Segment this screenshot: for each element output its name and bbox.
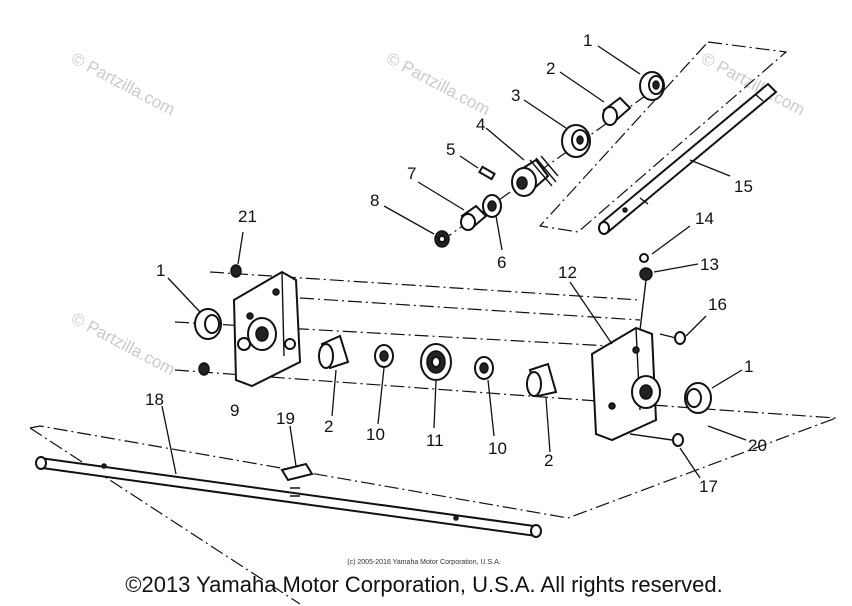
callout-11: 11: [426, 431, 444, 450]
housing-12: [569, 281, 661, 442]
callout-20: 20: [748, 436, 767, 455]
callout-10: 10: [488, 439, 507, 458]
leader-line: [459, 155, 479, 169]
washer-6: [482, 194, 502, 218]
callout-6: 6: [497, 253, 506, 272]
bearing-1-right: [684, 369, 743, 414]
pin-20: [707, 425, 747, 441]
callout-1: 1: [156, 261, 165, 280]
leader-line: [689, 159, 731, 177]
watermark-text: © Partzilla.com: [68, 49, 178, 120]
washer-10-left: [374, 344, 394, 425]
key-5: [478, 165, 496, 181]
callout-7: 7: [407, 164, 416, 183]
bushing-2-upper: [602, 96, 632, 126]
lower-assembly: [29, 225, 837, 605]
bushing-2-left: [318, 334, 350, 417]
small-copyright: (c) 2005-2016 Yamaha Motor Corporation, …: [347, 559, 500, 566]
callout-9: 9: [230, 401, 239, 420]
callout-14: 14: [695, 209, 714, 228]
bearing-3: [561, 124, 591, 158]
leader-line: [383, 205, 435, 235]
callout-2: 2: [546, 59, 555, 78]
callout-21: 21: [238, 207, 257, 226]
shaft-18: [35, 405, 542, 538]
leader-line: [523, 99, 567, 129]
upper-assembly: [383, 41, 788, 251]
callout-4: 4: [476, 115, 485, 134]
callout-10: 10: [366, 425, 385, 444]
watermark-text: © Partzilla.com: [68, 309, 178, 380]
callout-5: 5: [446, 140, 455, 159]
callout-labels: 1 2 3 4 5 7 8 6 15 21 1 9 2 10 11 10 2 1…: [145, 31, 767, 496]
nut-8: [434, 230, 450, 248]
callout-15: 15: [734, 177, 753, 196]
leader-line: [559, 71, 605, 103]
bolt-17: [629, 433, 701, 479]
bushing-2-right: [526, 362, 558, 453]
callout-2: 2: [324, 417, 333, 436]
bearing-1-upper: [639, 71, 665, 101]
nut-21: [230, 231, 244, 278]
callout-19: 19: [276, 409, 295, 428]
callout-3: 3: [511, 86, 520, 105]
footer-copyright: ©2013 Yamaha Motor Corporation, U.S.A. A…: [125, 572, 722, 597]
callout-13: 13: [700, 255, 719, 274]
lower-frame: [29, 417, 837, 519]
callout-16: 16: [708, 295, 727, 314]
callout-2: 2: [544, 451, 553, 470]
nut-left: [198, 362, 210, 376]
washer-10-right: [474, 356, 495, 437]
bearing-1-left: [167, 277, 222, 340]
key-19: [280, 425, 314, 482]
chain-line: [299, 297, 641, 321]
shaft-15: [598, 82, 778, 235]
callout-12: 12: [558, 263, 577, 282]
leader-line: [417, 181, 465, 211]
callout-18: 18: [145, 390, 164, 409]
leader-line: [485, 127, 525, 161]
lower-frame: [29, 427, 301, 605]
watermark-text: © Partzilla.com: [383, 49, 493, 120]
callout-17: 17: [699, 477, 718, 496]
callout-1: 1: [744, 357, 753, 376]
bolt-16: [659, 315, 707, 345]
leader-line: [597, 45, 641, 75]
gear-4: [511, 155, 559, 197]
housing-9: [232, 270, 302, 388]
shaft-15-frame: [538, 41, 788, 233]
bushing-7: [460, 204, 488, 231]
callout-8: 8: [370, 191, 379, 210]
callout-1: 1: [583, 31, 592, 50]
lower-frame: [719, 409, 837, 419]
leader-line: [495, 215, 503, 251]
gear-11: [420, 343, 452, 429]
bolt-13-14: [639, 225, 699, 331]
